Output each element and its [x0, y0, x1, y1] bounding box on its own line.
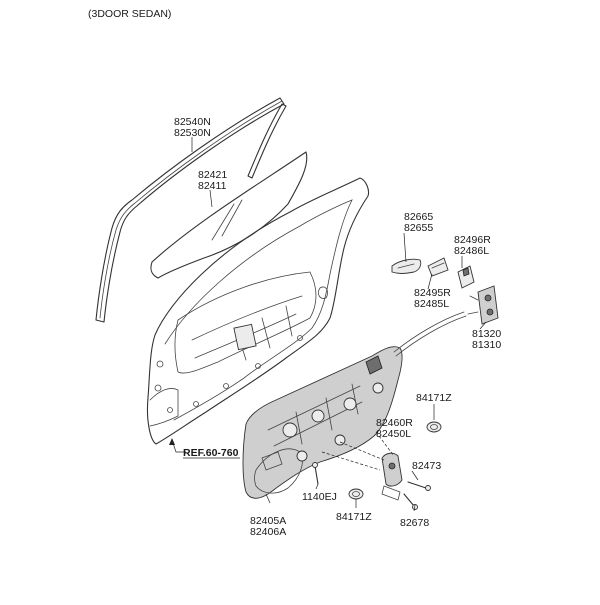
label-82460r[interactable]: 82460R: [376, 417, 413, 429]
label-82421[interactable]: 82421: [198, 169, 227, 181]
regulator-bolt-part: [407, 481, 431, 491]
leader-lines: [191, 137, 487, 512]
belt-weatherstrip-part: [95, 97, 287, 323]
window-regulator-part: [381, 452, 403, 501]
door-latch-part: [467, 285, 499, 325]
label-1140ej[interactable]: 1140EJ: [302, 491, 337, 503]
plug-upper-part: [426, 421, 442, 433]
label-82485l[interactable]: 82485L: [414, 298, 449, 310]
label-82495r[interactable]: 82495R: [414, 287, 451, 299]
latch-cable: [393, 311, 465, 353]
plug-lower-part: [348, 488, 364, 500]
handle-cover-part: [427, 257, 449, 277]
label-84171z-lower[interactable]: 84171Z: [336, 511, 372, 523]
diagram-header: (3DOOR SEDAN): [88, 8, 171, 20]
door-module-panel-part: [242, 346, 403, 499]
label-84171z-upper[interactable]: 84171Z: [416, 392, 452, 404]
label-82405a[interactable]: 82405A: [250, 515, 286, 527]
outside-handle-part: [391, 258, 422, 274]
label-82450l[interactable]: 82450L: [376, 428, 411, 440]
label-82411[interactable]: 82411: [198, 180, 227, 192]
latch-cable-2: [395, 315, 467, 357]
label-82406a[interactable]: 82406A: [250, 526, 286, 538]
ref-arrowhead: [169, 438, 175, 445]
label-82496r[interactable]: 82496R: [454, 234, 491, 246]
handle-bracket-part: [457, 265, 475, 289]
label-82486l[interactable]: 82486L: [454, 245, 489, 257]
label-82678[interactable]: 82678: [400, 517, 429, 529]
label-82473[interactable]: 82473: [412, 460, 441, 472]
label-82655[interactable]: 82655: [404, 222, 433, 234]
door-frame-part: [146, 177, 370, 445]
label-82530n[interactable]: 82530N: [174, 127, 211, 139]
label-81320[interactable]: 81320: [472, 328, 501, 340]
label-81310[interactable]: 81310: [472, 339, 501, 351]
screw-part: [403, 493, 418, 510]
label-82540n[interactable]: 82540N: [174, 116, 211, 128]
bolt-1140ej-part: [312, 462, 319, 485]
door-glass-part: [150, 151, 308, 279]
ref-label[interactable]: REF.60-760: [183, 447, 239, 459]
label-82665[interactable]: 82665: [404, 211, 433, 223]
